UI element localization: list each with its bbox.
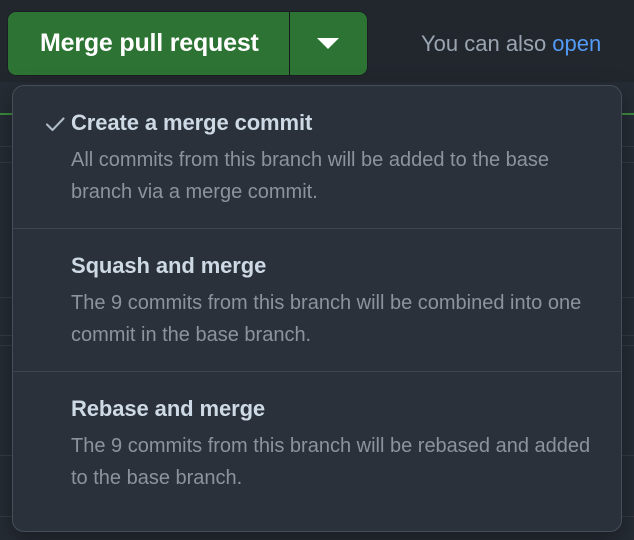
helper-text-prefix: You can also bbox=[421, 31, 553, 56]
status-check-line bbox=[622, 113, 634, 115]
merge-method-dropdown-menu[interactable]: Create a merge commit All commits from t… bbox=[12, 85, 622, 532]
menu-item-description: The 9 commits from this branch will be r… bbox=[71, 435, 591, 489]
status-check-line bbox=[0, 113, 12, 115]
menu-item-title: Squash and merge bbox=[71, 253, 267, 278]
menu-item-title: Rebase and merge bbox=[71, 396, 266, 421]
menu-item-rebase-and-merge[interactable]: Rebase and merge The 9 commits from this… bbox=[13, 371, 621, 514]
helper-text: You can also open bbox=[421, 30, 601, 58]
menu-item-squash-and-merge[interactable]: Squash and merge The 9 commits from this… bbox=[13, 228, 621, 371]
menu-item-description: All commits from this branch will be add… bbox=[71, 149, 549, 203]
menu-item-create-merge-commit[interactable]: Create a merge commit All commits from t… bbox=[13, 86, 621, 228]
check-icon bbox=[43, 112, 67, 136]
chevron-down-icon bbox=[317, 38, 340, 49]
button-divider bbox=[288, 12, 290, 75]
menu-item-description: The 9 commits from this branch will be c… bbox=[71, 292, 582, 346]
merge-pull-request-button[interactable]: Merge pull request bbox=[8, 12, 289, 75]
menu-item-title: Create a merge commit bbox=[71, 110, 313, 135]
merge-pull-request-button-group[interactable]: Merge pull request bbox=[8, 12, 367, 75]
open-link[interactable]: open bbox=[552, 31, 602, 56]
merge-options-dropdown-toggle[interactable] bbox=[289, 12, 367, 75]
